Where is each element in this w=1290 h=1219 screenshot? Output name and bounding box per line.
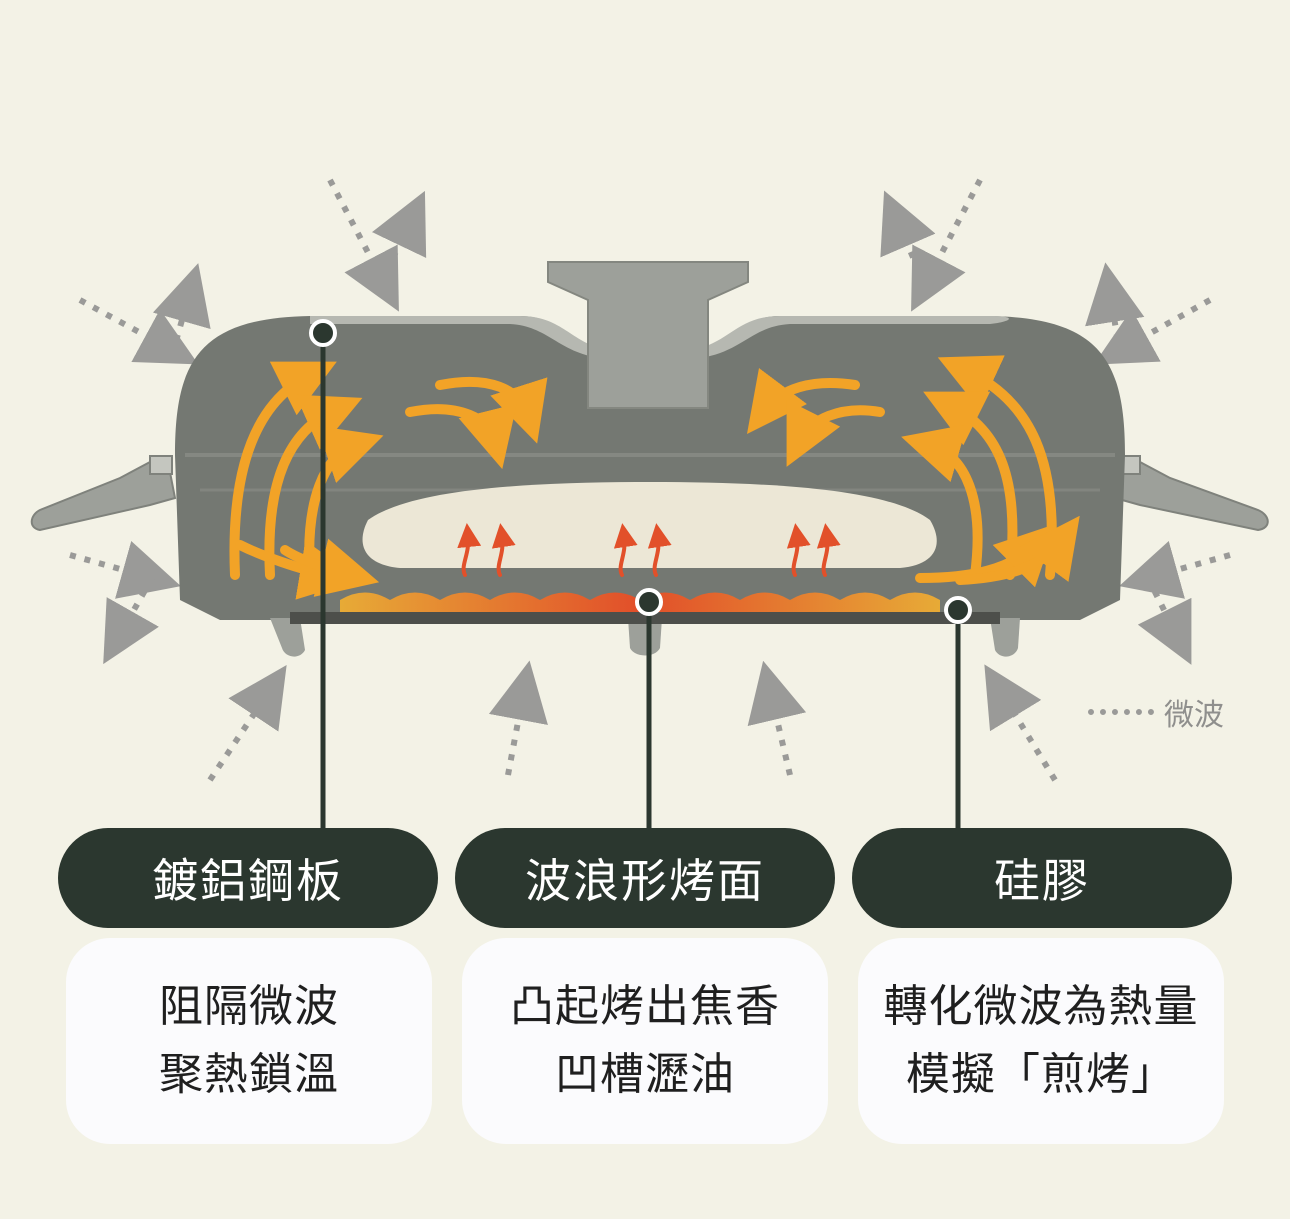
microwave-arrow xyxy=(488,660,548,776)
description-line: 轉化微波為熱量 xyxy=(883,981,1199,1032)
rising-arrow xyxy=(647,523,672,577)
callout-lines xyxy=(320,333,961,830)
rising-arrow xyxy=(786,523,811,577)
microwave-arrow xyxy=(207,665,287,782)
microwave-arrow xyxy=(327,178,399,312)
description-line: 模擬「煎烤」 xyxy=(906,1049,1176,1100)
description-line: 阻隔微波 xyxy=(159,981,339,1032)
microwave-arrow xyxy=(1093,297,1212,365)
microwave-arrow xyxy=(1137,576,1192,665)
heat-arrow xyxy=(280,538,380,597)
heat-arrow xyxy=(405,403,517,470)
rising-arrow xyxy=(491,523,516,577)
microwave-arrow xyxy=(371,190,427,287)
callout-dots xyxy=(309,319,972,624)
callout-dot xyxy=(635,588,663,616)
food-item xyxy=(362,482,937,568)
heat-arrows xyxy=(229,355,1080,600)
description-line: 聚熱鎖溫 xyxy=(159,1049,339,1100)
heat-arrow xyxy=(901,424,983,580)
description-card-silicone: 轉化微波為熱量 模擬「煎烤」 xyxy=(858,938,1224,1144)
microwave-arrow xyxy=(1085,262,1145,356)
legend: 微波 xyxy=(1088,690,1224,734)
rising-arrow xyxy=(457,523,482,577)
description-line: 凸起烤出焦香 xyxy=(510,981,780,1032)
component-label-coated-steel: 鍍鋁鋼板 xyxy=(58,828,438,928)
description-card-coated-steel: 阻隔微波 聚熱鎖溫 xyxy=(66,938,432,1144)
heat-arrow xyxy=(435,376,548,444)
callout-dot xyxy=(309,319,337,347)
heat-arrow xyxy=(955,515,1080,585)
rising-arrow xyxy=(816,523,841,577)
lid-knob xyxy=(547,261,749,409)
left-handle xyxy=(30,461,177,532)
left-handle-clip xyxy=(149,455,173,475)
heat-arrow xyxy=(229,361,337,580)
microwave-arrow xyxy=(103,576,159,665)
description-line: 凹槽瀝油 xyxy=(555,1049,735,1100)
callout-dot xyxy=(944,596,972,624)
microwave-arrows xyxy=(69,178,1231,782)
base-plate xyxy=(290,612,1000,624)
description-card-wavy-surface: 凸起烤出焦香 凹槽瀝油 xyxy=(462,938,828,1144)
right-handle xyxy=(1113,461,1269,532)
heat-arrow xyxy=(746,367,860,434)
heat-arrow xyxy=(786,399,885,467)
microwave-arrow xyxy=(1119,541,1231,599)
component-label-silicone: 硅膠 xyxy=(852,828,1232,928)
microwave-arrow xyxy=(69,541,181,599)
dotted-line-icon xyxy=(1088,709,1154,715)
microwave-arrow xyxy=(880,190,936,287)
microwave-arrow xyxy=(984,664,1058,782)
center-foot xyxy=(628,618,662,656)
right-foot xyxy=(990,618,1020,657)
rising-heat-arrows xyxy=(457,523,841,577)
microwave-arrow xyxy=(911,178,983,312)
heat-arrow xyxy=(264,394,363,580)
legend-label: 微波 xyxy=(1164,698,1224,733)
left-foot xyxy=(270,618,305,657)
microwave-arrow xyxy=(747,660,807,776)
rising-arrow xyxy=(613,523,638,577)
component-label-wavy-surface: 波浪形烤面 xyxy=(455,828,835,928)
microwave-arrow xyxy=(78,297,199,365)
microwave-arrow xyxy=(152,263,211,356)
